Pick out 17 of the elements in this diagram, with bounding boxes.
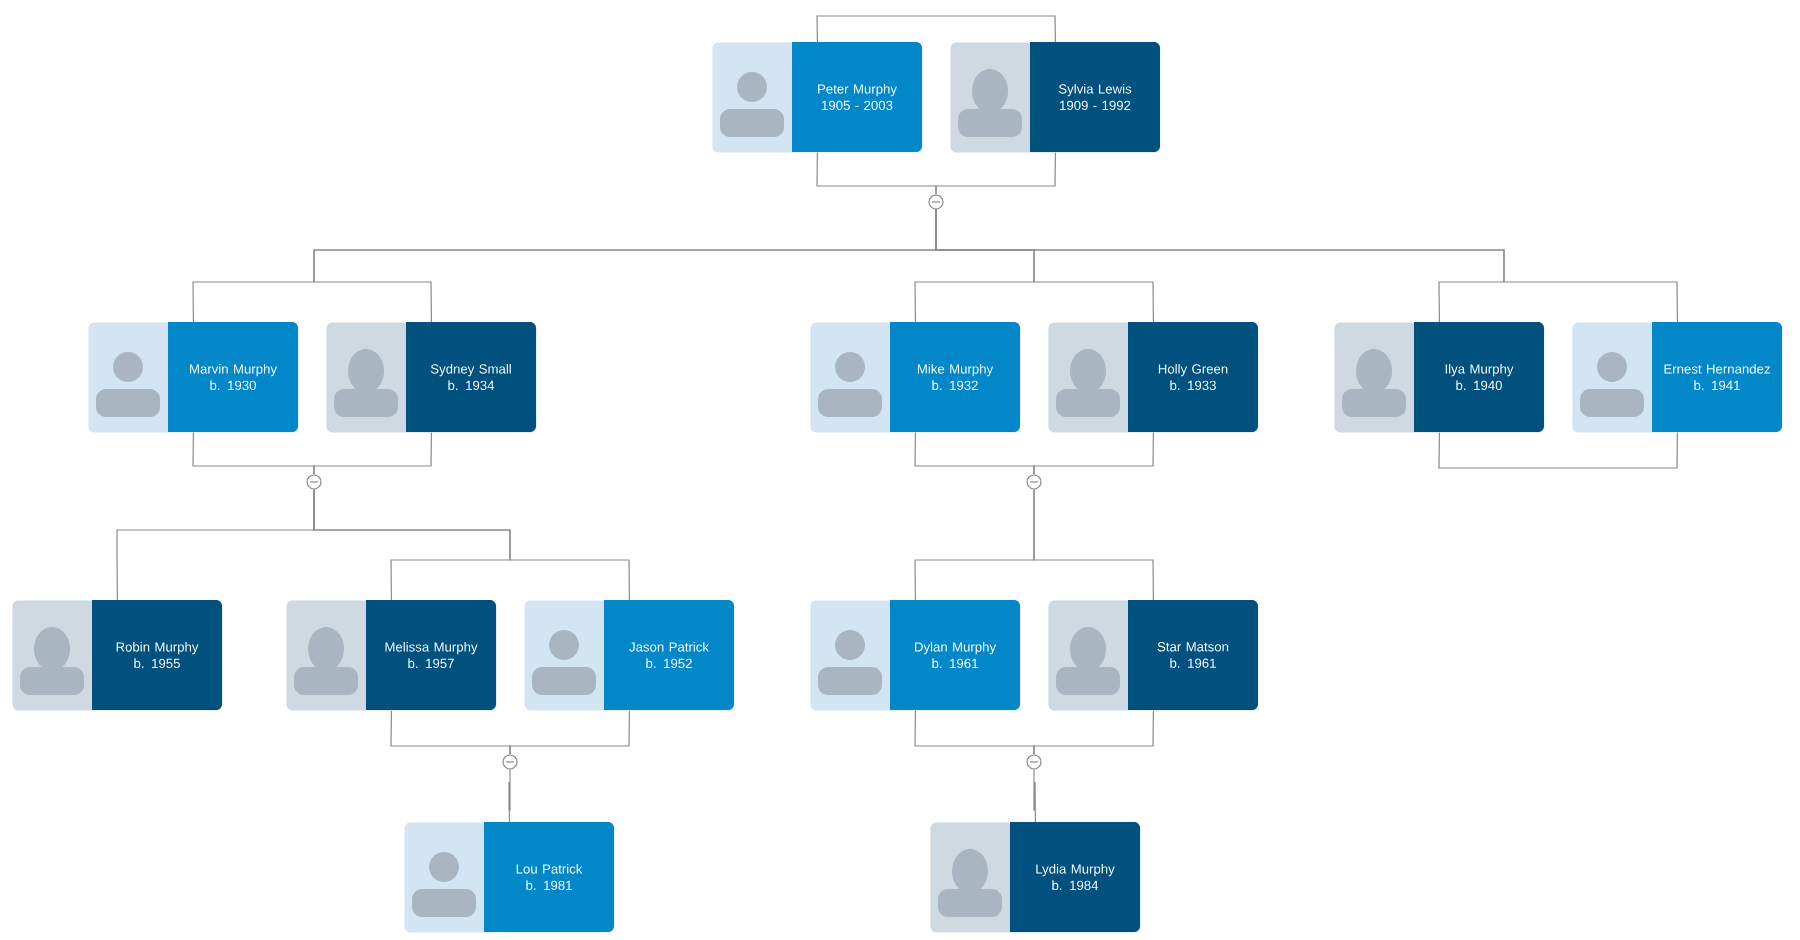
collapse-circle <box>502 754 518 770</box>
collapse-circle <box>928 194 944 210</box>
collapse-circle <box>1026 754 1042 770</box>
connector-line <box>508 769 511 823</box>
connector-line <box>509 710 630 755</box>
connector-line <box>935 209 1678 323</box>
connector-line <box>816 15 1056 43</box>
connector-line <box>1033 769 1036 823</box>
connector-line <box>1438 432 1678 469</box>
connector-line <box>1033 710 1154 755</box>
connector-line <box>935 152 1056 195</box>
connector-line <box>1033 488 1154 601</box>
connector-line <box>1033 432 1154 475</box>
connector-line <box>313 488 630 601</box>
collapse-circle <box>1026 474 1042 490</box>
collapse-circle <box>306 474 322 490</box>
connector-line <box>313 432 433 475</box>
